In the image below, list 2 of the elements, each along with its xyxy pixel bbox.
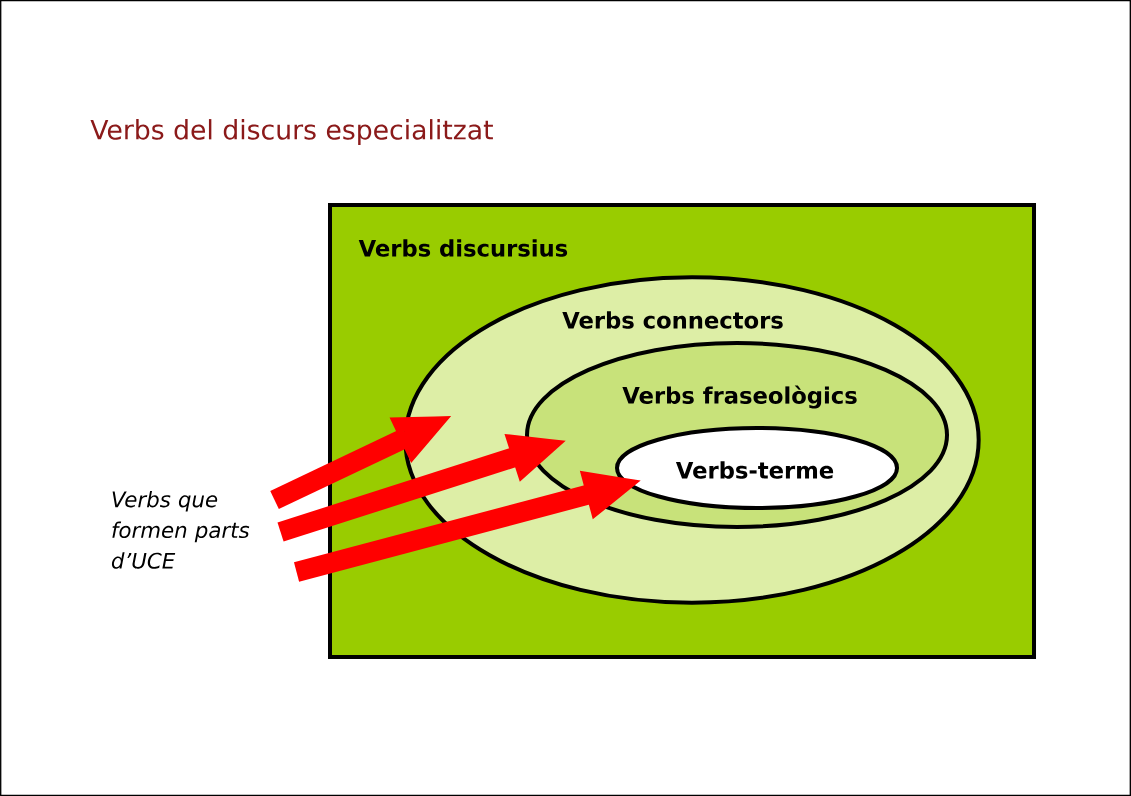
caption-text: Verbs que formen parts d’UCE [111, 490, 250, 569]
title: Verbs del discurs especialitzat [90, 119, 493, 145]
